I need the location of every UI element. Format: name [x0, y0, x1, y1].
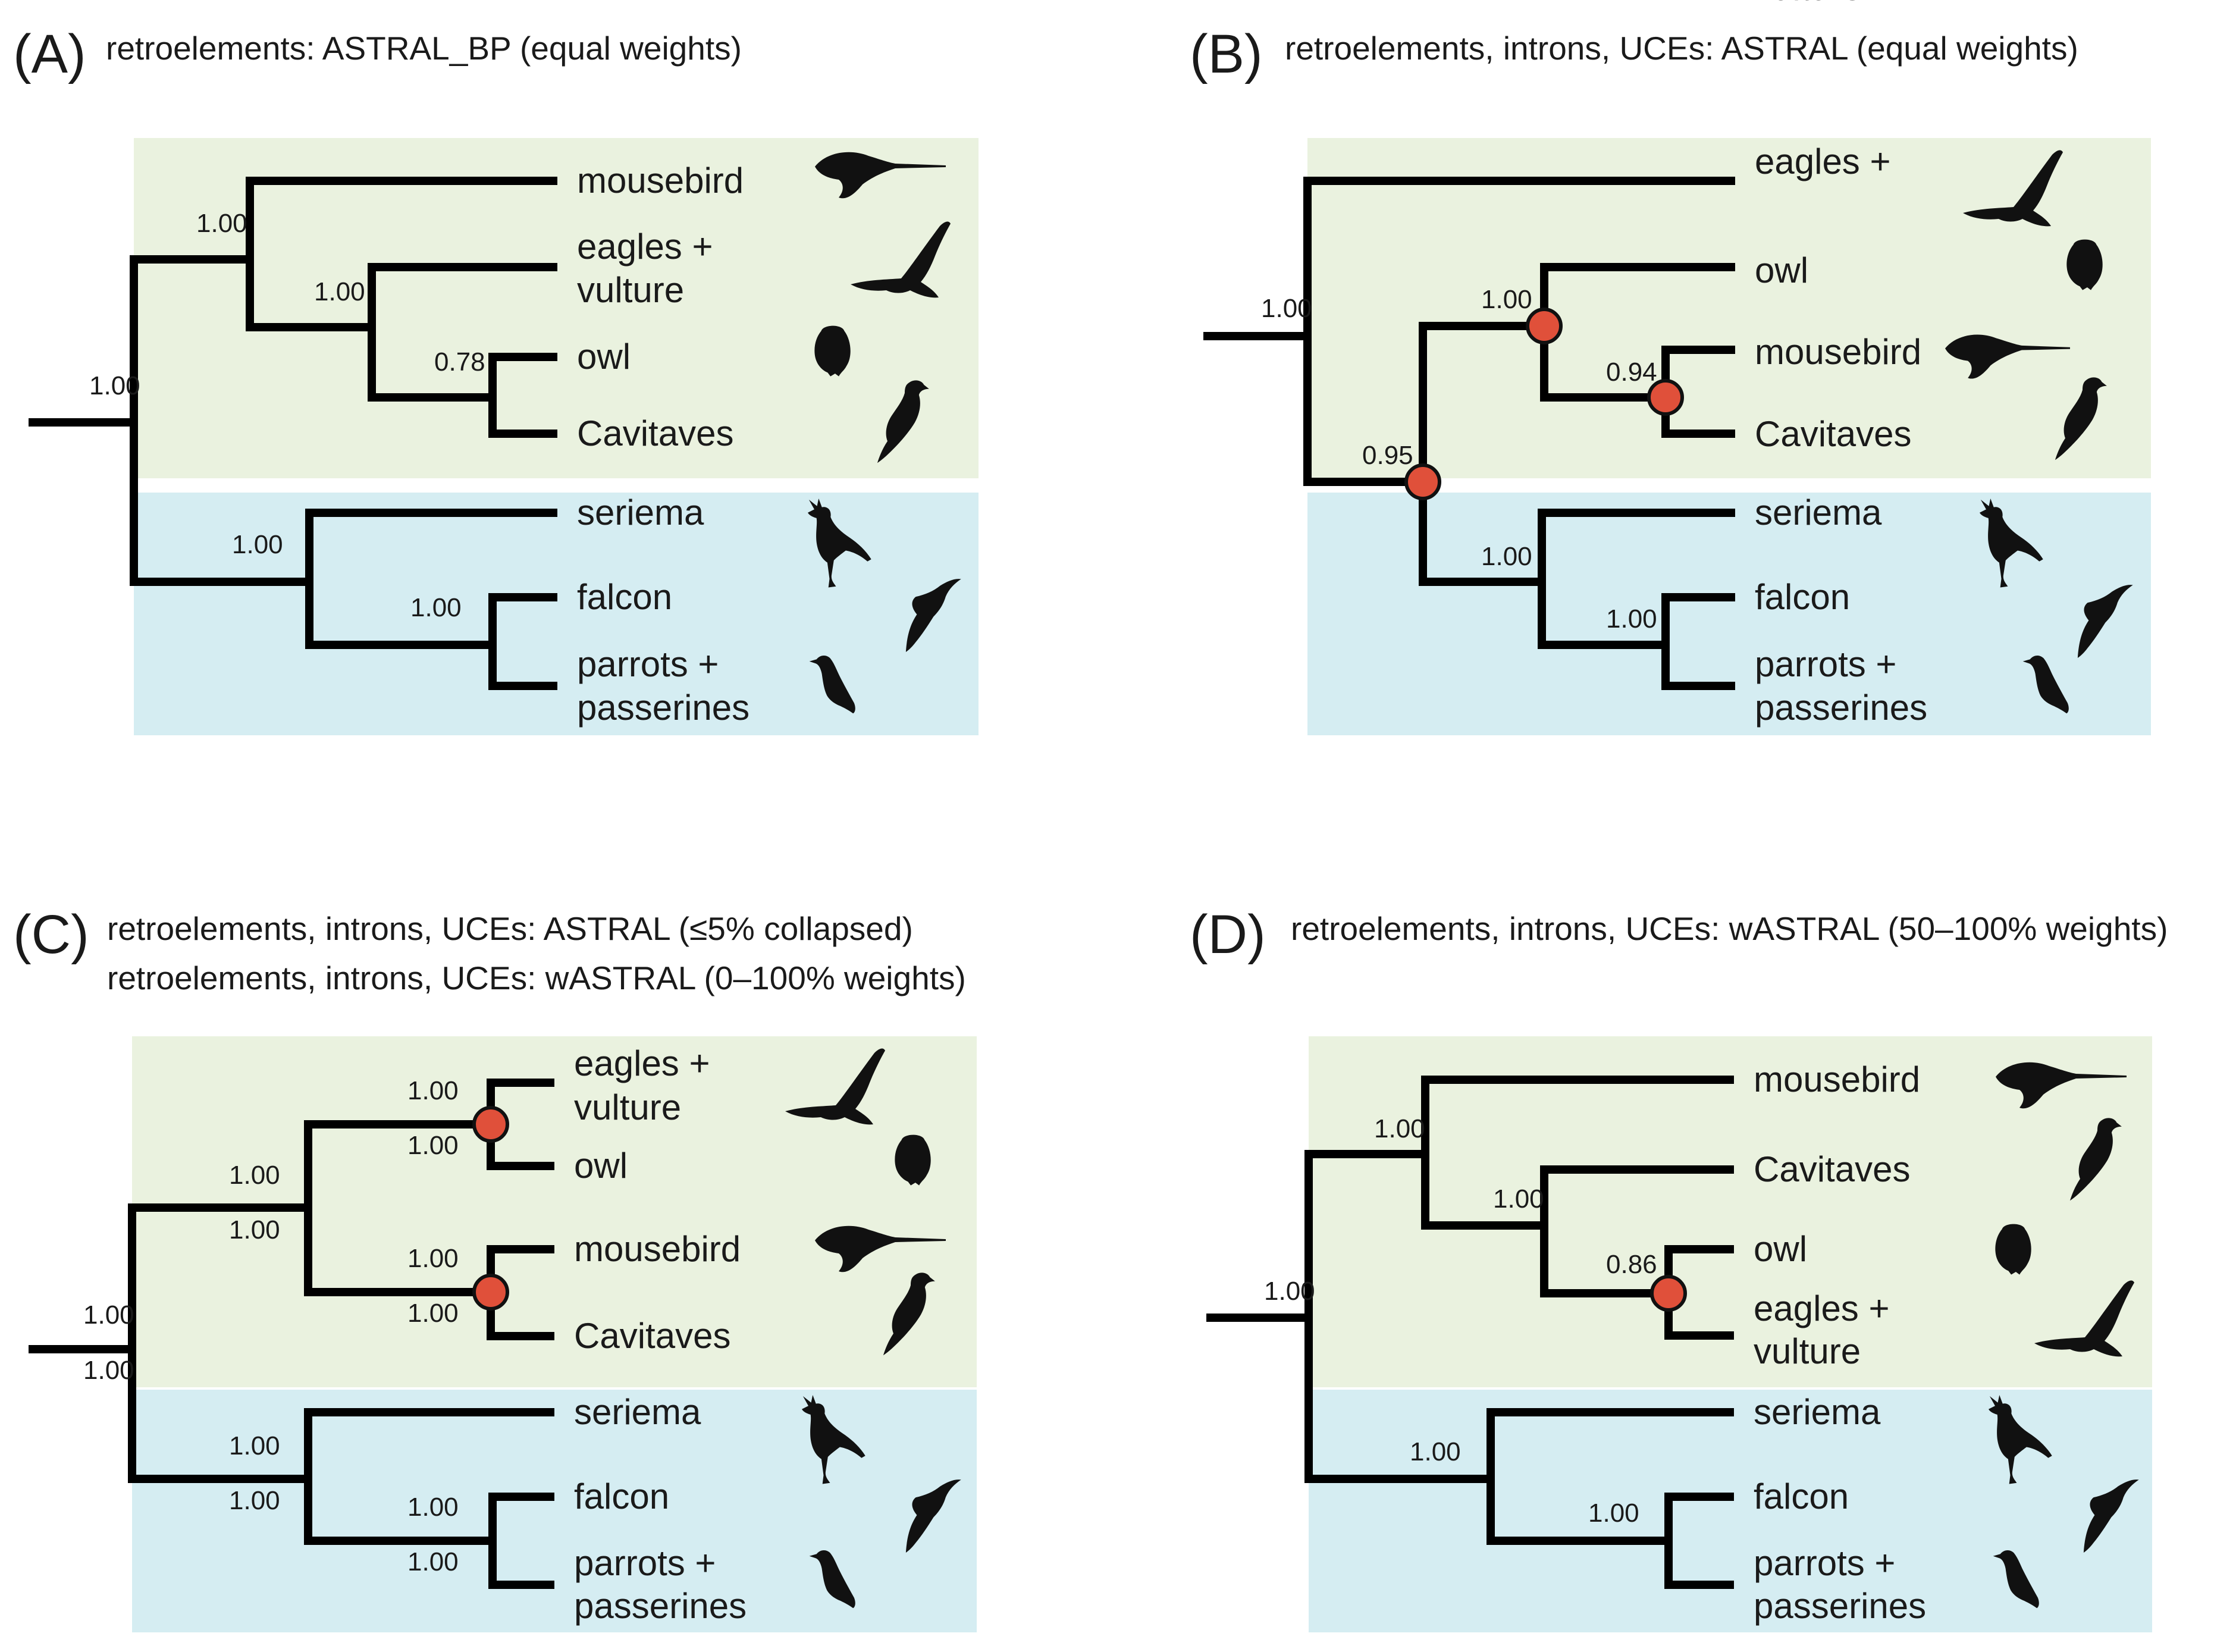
conflict-node-marker: [1404, 463, 1441, 500]
taxon-label: passerines: [574, 1586, 747, 1626]
taxon-label: seriema: [1755, 493, 1882, 532]
support-value: 1.00: [1493, 1184, 1544, 1214]
conflict-node-marker: [1526, 308, 1563, 344]
panel-title: retroelements, introns, UCEs: wASTRAL (5…: [1291, 910, 2168, 947]
support-value: 1.00: [1261, 294, 1312, 323]
figure-panels: (A) retroelements: ASTRAL_BP (equal weigh…: [13, 0, 2168, 1632]
taxon-label: owl: [1755, 250, 1808, 290]
taxon-label: vulture: [577, 270, 684, 310]
support-value: 1.00: [229, 1431, 280, 1460]
taxon-label: falcon: [1755, 577, 1850, 617]
support-value: 1.00: [1410, 1437, 1461, 1466]
support-value: 1.00: [314, 277, 365, 306]
taxon-label: parrots +: [1755, 644, 1896, 684]
taxon-label: falcon: [574, 1477, 669, 1516]
taxon-label: parrots +: [1754, 1543, 1895, 1583]
taxon-label: seriema: [574, 1392, 701, 1432]
taxon-label: owl: [1754, 1229, 1807, 1269]
conflict-node-marker: [1650, 1275, 1687, 1312]
support-value: 1.00: [1374, 1114, 1425, 1143]
conflict-node-marker: [472, 1106, 509, 1143]
taxon-label: eagles +: [1754, 1289, 1890, 1328]
support-value: 1.00: [1481, 285, 1532, 314]
support-value-lower: 1.00: [407, 1131, 459, 1160]
panel-b: (B) retroelements, introns, UCEs: ASTRAL …: [1190, 0, 2151, 735]
support-value: 0.86: [1606, 1250, 1657, 1279]
panel-title: retroelements, introns, UCEs: ASTRAL (≤5…: [107, 910, 913, 947]
support-value: 1.00: [229, 1161, 280, 1190]
taxon-label: mousebird: [577, 161, 744, 200]
taxon-label: parrots +: [574, 1543, 716, 1583]
support-value: 1.00: [89, 371, 140, 400]
support-value-lower: 1.00: [229, 1215, 280, 1245]
support-value: 0.95: [1362, 441, 1413, 470]
support-value: 1.00: [410, 593, 462, 622]
lower-clade-background: [1307, 493, 2151, 735]
support-value: 1.00: [1264, 1277, 1315, 1306]
panel-label: (D): [1190, 904, 1266, 965]
panel-d: (D) retroelements, introns, UCEs: wASTRAL…: [1190, 904, 2168, 1632]
taxon-label: owl: [574, 1146, 628, 1186]
taxon-label: passerines: [1755, 688, 1927, 728]
support-value: 1.00: [407, 1493, 459, 1522]
upper-clade-background: [1309, 1036, 2152, 1387]
support-value: 1.00: [407, 1076, 459, 1105]
panel-title: retroelements: ASTRAL_BP (equal weights): [106, 30, 742, 67]
taxon-label: seriema: [577, 493, 704, 532]
support-value: 1.00: [407, 1244, 459, 1273]
support-value: 1.00: [1588, 1499, 1639, 1528]
conflict-node-marker: [1647, 379, 1684, 416]
upper-clade-background: [134, 138, 979, 478]
panel-a: (A) retroelements: ASTRAL_BP (equal weigh…: [13, 24, 979, 735]
taxon-label: owl: [577, 337, 631, 377]
support-value: 0.94: [1606, 358, 1657, 387]
support-value: 1.00: [1606, 604, 1657, 634]
panel-title: retroelements, introns, UCEs: ASTRAL (eq…: [1285, 30, 2078, 67]
taxon-label: eagles +: [1755, 142, 1891, 181]
taxon-label: vulture: [574, 1087, 681, 1127]
taxon-label: mousebird: [1755, 332, 1921, 372]
upper-clade-background: [1307, 138, 2151, 478]
support-value-lower: 1.00: [83, 1356, 134, 1385]
taxon-label: eagles +: [577, 227, 713, 267]
support-value-lower: 1.00: [407, 1547, 459, 1576]
taxon-label: Cavitaves: [574, 1316, 730, 1356]
panel-label: (A): [13, 24, 86, 84]
taxon-label: parrots +: [577, 644, 719, 684]
support-value: 1.00: [196, 209, 247, 238]
panel-label: (C): [13, 904, 89, 965]
support-value: 1.00: [1481, 542, 1532, 571]
taxon-label: seriema: [1754, 1392, 1881, 1432]
taxon-label: Cavitaves: [1755, 414, 1911, 454]
taxon-label: vulture: [1754, 1331, 1861, 1371]
conflict-node-marker: [472, 1274, 509, 1311]
panel-label: (B): [1190, 24, 1263, 84]
support-value-lower: 1.00: [229, 1486, 280, 1515]
panel-c: (C) retroelements, introns, UCEs: ASTRAL …: [13, 904, 977, 1632]
taxon-label: passerines: [1754, 1586, 1926, 1626]
taxon-label: mousebird: [574, 1229, 741, 1269]
support-value-lower: 1.00: [407, 1299, 459, 1328]
support-value: 1.00: [83, 1300, 134, 1330]
taxon-label: vulture: [1755, 0, 1862, 8]
support-value: 1.00: [232, 530, 283, 559]
taxon-label: Cavitaves: [577, 413, 733, 453]
taxon-label: mousebird: [1754, 1059, 1920, 1099]
taxon-label: Cavitaves: [1754, 1149, 1910, 1189]
taxon-label: falcon: [577, 577, 672, 617]
taxon-label: falcon: [1754, 1477, 1849, 1516]
taxon-label: passerines: [577, 688, 749, 728]
support-value: 0.78: [434, 347, 485, 377]
panel-title: retroelements, introns, UCEs: wASTRAL (0…: [107, 960, 966, 996]
taxon-label: eagles +: [574, 1043, 710, 1083]
